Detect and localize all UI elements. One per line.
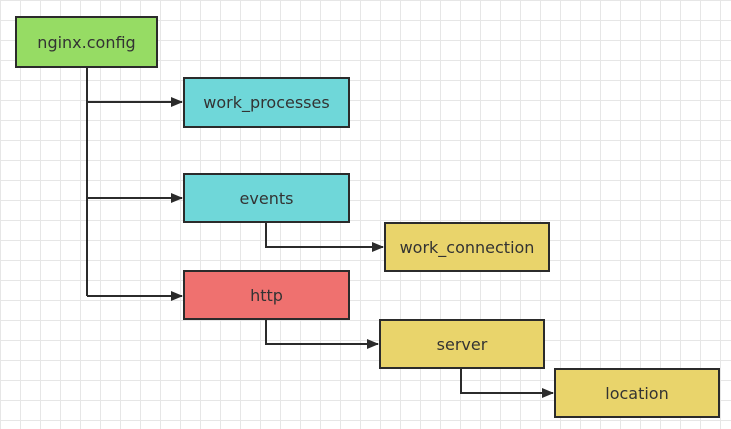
node-server[interactable]: server xyxy=(379,319,545,369)
node-location[interactable]: location xyxy=(554,368,720,418)
node-events[interactable]: events xyxy=(183,173,350,223)
node-nginx-config-label: nginx.config xyxy=(37,32,136,52)
edge-server-to-location xyxy=(460,369,554,398)
node-http-label: http xyxy=(250,285,283,305)
node-location-label: location xyxy=(605,383,669,403)
node-events-label: events xyxy=(239,188,294,208)
edge-events-to-work-connection xyxy=(265,223,384,252)
node-work-connection-label: work_connection xyxy=(399,237,535,257)
edge-http-to-server xyxy=(265,320,379,349)
node-work-processes-label: work_processes xyxy=(203,93,330,112)
node-http[interactable]: http xyxy=(183,270,350,320)
node-work-connection[interactable]: work_connection xyxy=(384,222,550,272)
node-server-label: server xyxy=(436,334,488,354)
node-nginx-config[interactable]: nginx.config xyxy=(15,16,158,68)
node-work-processes[interactable]: work_processes xyxy=(183,77,350,128)
